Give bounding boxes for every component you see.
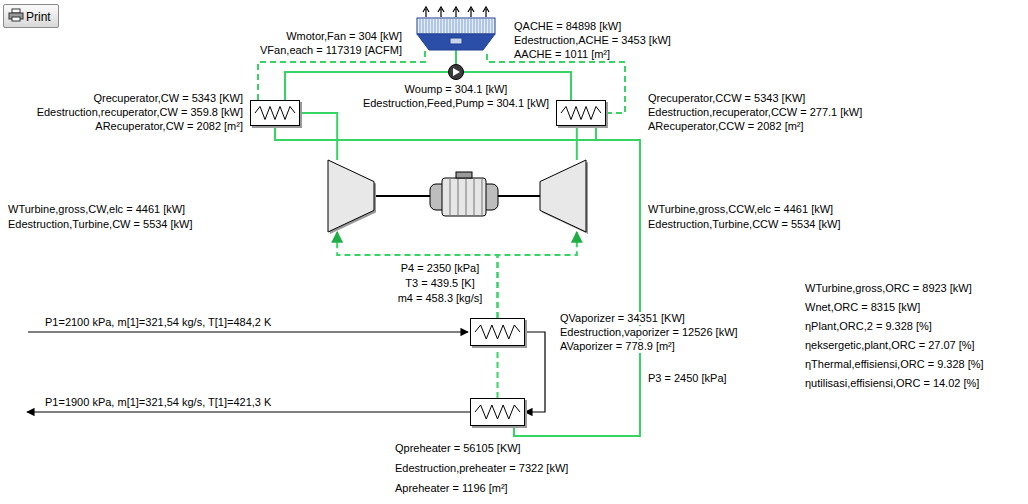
air-cooled-heat-exchanger-symbol [411, 6, 501, 50]
hot-stream-inlet [28, 331, 468, 332]
value-label: ARecuperator,CW = 2082 [m²] [95, 120, 243, 133]
state-label: m4 = 458.3 [kg/s] [398, 292, 483, 305]
turbine-cw: WTurbine,gross,CW,elc = 4461 [kW]Edestru… [328, 160, 374, 232]
pipe-line [275, 126, 640, 436]
print-button: Print [3, 4, 59, 28]
result-label: WTurbine,gross,ORC = 8923 [kW] [805, 282, 972, 295]
recuperator-ccw: Qrecuperator,CCW = 5343 [KW]Edestruction… [556, 100, 606, 126]
value-label: Apreheater = 1196 [m²] [395, 482, 508, 495]
value-label: AVaporizer = 778.9 [m²] [558, 340, 677, 353]
pipe-line [514, 126, 640, 436]
value-label: Woump = 304.1 [kW] [405, 83, 508, 96]
state-label: T3 = 439.5 [K] [405, 277, 474, 290]
value-label: Edestruction,ACHE = 3453 [kW] [514, 34, 671, 47]
value-label: Qrecuperator,CW = 5343 [KW] [94, 92, 243, 105]
button-label: Print [26, 10, 51, 24]
recuperator-cw-symbol [250, 100, 300, 126]
result-label: ηutilisasi,effisiensi,ORC = 14.02 [%] [805, 377, 979, 390]
pipe-line [498, 232, 577, 318]
pipe-line [576, 126, 578, 160]
value-label: Qpreheater = 56105 [KW] [395, 442, 521, 455]
value-label: ARecuperator,CCW = 2082 [m²] [648, 120, 804, 133]
value-label: Edestruction,vaporizer = 12526 [kW] [558, 326, 740, 339]
value-label: Edestruction,recuperator,CCW = 277.1 [kW… [648, 106, 862, 119]
turbine-cw-symbol [328, 160, 374, 232]
preheater: Qpreheater = 56105 [KW]Edestruction,preh… [470, 398, 525, 426]
stream-line [525, 332, 545, 412]
state-label: P3 = 2450 [kPa] [648, 372, 727, 385]
feed-pump-symbol [448, 64, 464, 80]
stream-label: P1=2100 kPa, m[1]=321,54 kg/s, T[1]=484,… [45, 316, 271, 329]
pipe-line [258, 50, 425, 100]
recuperator-ccw-symbol [556, 100, 606, 126]
pipe-line [455, 50, 457, 64]
value-label: Edestruction,preheater = 7322 [kW] [395, 462, 568, 475]
recuperator-cw: Qrecuperator,CW = 5343 [KW]Edestruction,… [250, 100, 300, 126]
generator-symbol [430, 172, 498, 216]
pipe-line [337, 232, 497, 318]
hot-stream-outlet [27, 411, 470, 412]
result-label: ηPlant,ORC,2 = 9.328 [%] [805, 320, 932, 333]
value-label: Edestruction,Turbine,CCW = 5534 [kW] [648, 218, 840, 231]
value-label: Edestruction,Turbine,CW = 5534 [kW] [8, 218, 193, 231]
value-label: Edestruction,Feed,Pump = 304.1 [kW] [363, 97, 549, 110]
air-cooled-heat-exchanger: Wmotor,Fan = 304 [kW]VFan,each = 117319 … [411, 6, 501, 50]
stream-label: P1=1900 kPa, m[1]=321,54 kg/s, T[1]=421,… [45, 396, 271, 409]
value-label: QACHE = 84898 [kW] [514, 20, 621, 33]
value-label: QVaporizer = 34351 [KW] [558, 312, 687, 325]
vaporizer-symbol [470, 318, 525, 346]
result-label: Wnet,ORC = 8315 [kW] [805, 301, 920, 314]
feed-pump: Woump = 304.1 [kW]Edestruction,Feed,Pump… [448, 64, 464, 80]
turbine-ccw: WTurbine,gross,CCW,elc = 4461 [kW]Edestr… [540, 160, 586, 232]
vaporizer: QVaporizer = 34351 [KW]Edestruction,vapo… [470, 318, 525, 346]
value-label: Qrecuperator,CCW = 5343 [KW] [648, 92, 805, 105]
value-label: WTurbine,gross,CW,elc = 4461 [kW] [8, 203, 185, 216]
printer-icon [8, 8, 24, 22]
state-label: P4 = 2350 [kPa] [401, 262, 480, 275]
value-label: Edestruction,recuperator,CW = 359.8 [kW] [37, 106, 243, 119]
result-label: ηeksergetic,plant,ORC = 27.07 [%] [805, 339, 975, 352]
preheater-symbol [470, 398, 525, 426]
value-label: VFan,each = 117319 [ACFM] [260, 44, 402, 57]
pipe-line [300, 113, 337, 160]
result-label: ηThermal,effisiensi,ORC = 9.328 [%] [805, 358, 984, 371]
pipe-line [497, 346, 499, 398]
value-label: WTurbine,gross,CCW,elc = 4461 [kW] [648, 203, 833, 216]
turbine-ccw-symbol [540, 160, 586, 232]
value-label: AACHE = 1011 [m²] [514, 48, 610, 61]
value-label: Wmotor,Fan = 304 [kW] [286, 30, 402, 43]
